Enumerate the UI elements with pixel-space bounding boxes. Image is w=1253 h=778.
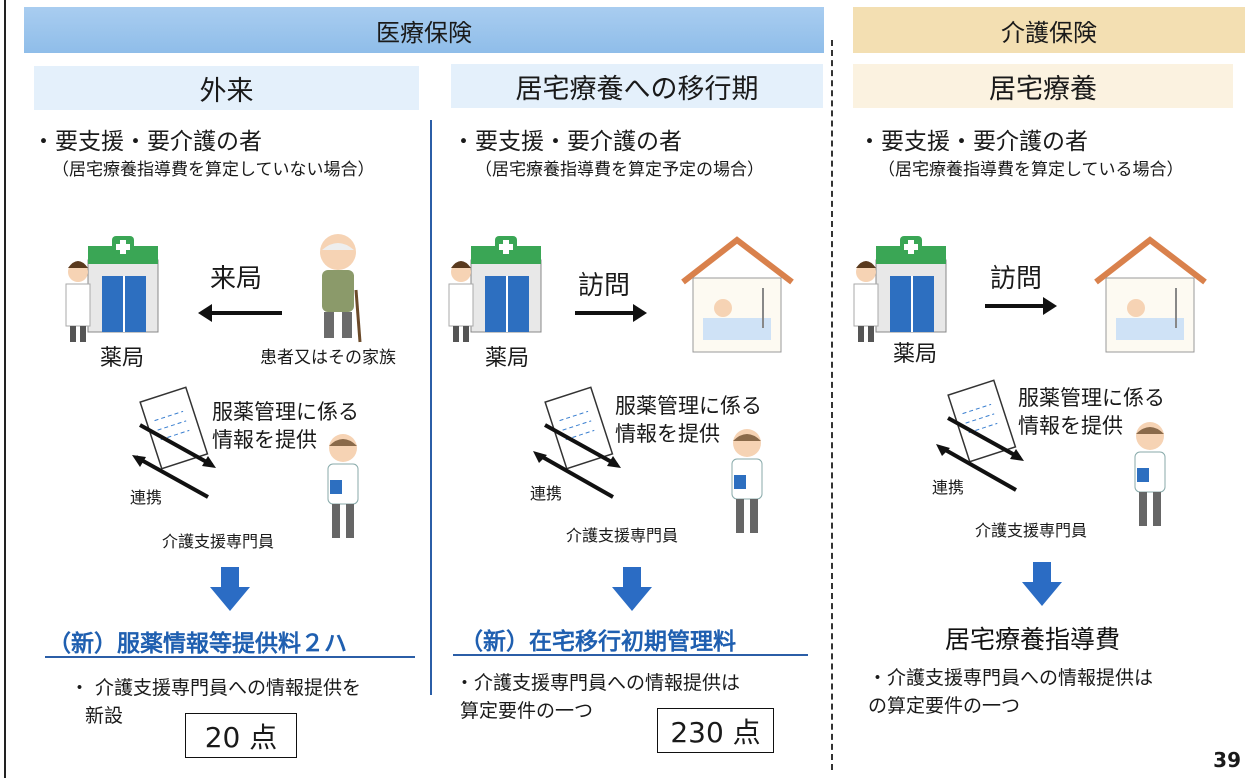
info-label-line2: 情報を提供 <box>1018 414 1123 438</box>
eligibility-condition: （居宅療養指導費を算定している場合） <box>878 160 1184 180</box>
fee-description-2b: 算定要件の一つ <box>460 700 594 722</box>
visit-label: 訪問 <box>990 264 1043 294</box>
left-border <box>4 0 6 778</box>
eligibility-condition: （居宅療養指導費を算定していない場合） <box>52 160 375 180</box>
fee-description-2a: ・介護支援専門員への情報提供は <box>455 672 741 694</box>
column-divider <box>430 120 432 695</box>
insurance-divider-dashed <box>831 40 833 770</box>
right-arrow-icon <box>985 297 1057 315</box>
care-insurance-header: 介護保険 <box>853 7 1245 53</box>
care-manager-label: 介護支援専門員 <box>566 526 679 545</box>
eligibility-bullet: ・要支援・要介護の者 <box>452 129 682 155</box>
care-manager-illustration <box>731 429 763 533</box>
page-number: 39 <box>1213 748 1241 772</box>
care-manager-illustration <box>1134 422 1166 526</box>
visit-label: 訪問 <box>578 271 631 301</box>
points-box-1: 20 点 <box>185 713 297 758</box>
elderly-patient-illustration <box>320 234 362 343</box>
info-label-line2: 情報を提供 <box>212 428 317 452</box>
care-manager-label: 介護支援専門員 <box>975 521 1088 540</box>
down-arrow-icon <box>1022 562 1062 606</box>
left-arrow-icon <box>198 304 282 322</box>
eligibility-bullet: ・要支援・要介護の者 <box>858 129 1088 155</box>
fee-description-3a: ・介護支援専門員への情報提供は <box>868 667 1154 689</box>
right-arrow-icon <box>575 304 647 322</box>
care-manager-label: 介護支援専門員 <box>162 532 275 551</box>
care-manager-illustration <box>327 434 359 538</box>
document-illustration <box>533 386 621 499</box>
document-illustration <box>132 386 216 499</box>
fee-description-1a: ・ 介護支援専門員への情報提供を <box>70 677 362 699</box>
eligibility-bullet: ・要支援・要介護の者 <box>32 129 262 155</box>
pharmacy-illustration <box>448 236 542 342</box>
pharmacy-label: 薬局 <box>100 346 145 371</box>
home-patient-illustration <box>1094 236 1207 353</box>
medical-insurance-header: 医療保険 <box>24 7 824 53</box>
visit-store-label: 来局 <box>210 264 263 294</box>
down-arrow-icon <box>210 567 250 611</box>
info-label-line1: 服薬管理に係る <box>212 400 359 424</box>
transition-subheader: 居宅療養への移行期 <box>451 64 823 108</box>
pharmacy-illustration <box>853 236 947 342</box>
pharmacy-label: 薬局 <box>485 346 530 371</box>
fee-underline-1 <box>45 656 415 658</box>
fee-name-2: （新）在宅移行初期管理料 <box>460 629 736 655</box>
fee-underline-2 <box>453 654 808 656</box>
cooperation-label: 連携 <box>932 478 965 497</box>
points-box-2: 230 点 <box>657 708 774 753</box>
fee-description-3b: の算定要件の一つ <box>868 695 1021 717</box>
outpatient-subheader: 外来 <box>34 66 419 110</box>
info-label-line1: 服薬管理に係る <box>615 394 762 418</box>
fee-name-1: （新）服薬情報等提供料２ハ <box>48 631 347 657</box>
eligibility-condition: （居宅療養指導費を算定予定の場合） <box>475 160 764 180</box>
home-patient-illustration <box>681 236 794 353</box>
patient-label: 患者又はその家族 <box>260 348 396 368</box>
fee-name-3: 居宅療養指導費 <box>945 625 1121 654</box>
fee-description-1b: 新設 <box>85 705 124 727</box>
info-label-line2: 情報を提供 <box>615 422 720 446</box>
pharmacy-illustration <box>65 236 159 342</box>
home-care-subheader: 居宅療養 <box>853 64 1233 108</box>
down-arrow-icon <box>612 567 652 611</box>
cooperation-label: 連携 <box>530 484 563 503</box>
cooperation-label: 連携 <box>130 488 163 507</box>
document-illustration <box>936 379 1024 492</box>
pharmacy-label: 薬局 <box>893 342 938 367</box>
info-label-line1: 服薬管理に係る <box>1018 386 1165 410</box>
